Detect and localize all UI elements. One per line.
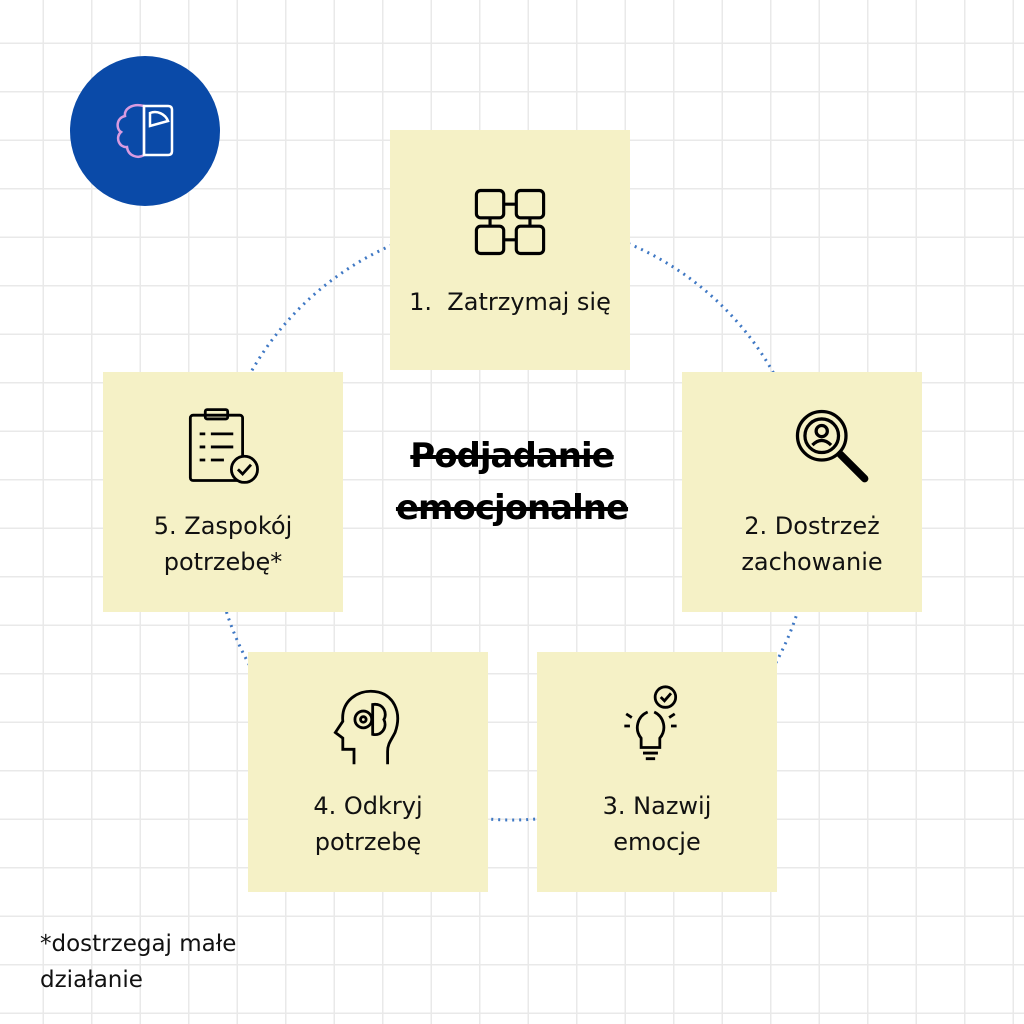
head-brain-gear-icon <box>333 689 400 765</box>
step-5-label: 5. Zaspokój potrzebę* <box>153 512 293 576</box>
step-4-label: 4. Odkryj potrzebę <box>313 792 423 856</box>
step-3-label: 3. Nazwij emocje <box>602 792 712 856</box>
step-1-card: 1. Zatrzymaj się <box>390 130 630 370</box>
step-2-label: 2. Dostrzeż zachowanie <box>741 512 883 576</box>
step-4-card: 4. Odkryj potrzebę <box>248 652 488 892</box>
hands-together-icon <box>474 188 546 256</box>
lightbulb-check-icon <box>624 685 678 761</box>
clipboard-check-icon <box>188 408 259 484</box>
footnote: *dostrzegaj małe działanie <box>40 931 237 993</box>
step-3-card: 3. Nazwij emocje <box>537 652 777 892</box>
brain-scale-logo <box>70 56 220 206</box>
brain-scale-icon <box>116 104 174 158</box>
step-5-card: 5. Zaspokój potrzebę* <box>103 372 343 612</box>
central-title: Podjadanie emocjonalne <box>395 436 629 528</box>
step-1-label: 1. Zatrzymaj się <box>409 288 611 316</box>
step-2-card: 2. Dostrzeż zachowanie <box>682 372 922 612</box>
magnifier-person-icon <box>795 409 869 483</box>
